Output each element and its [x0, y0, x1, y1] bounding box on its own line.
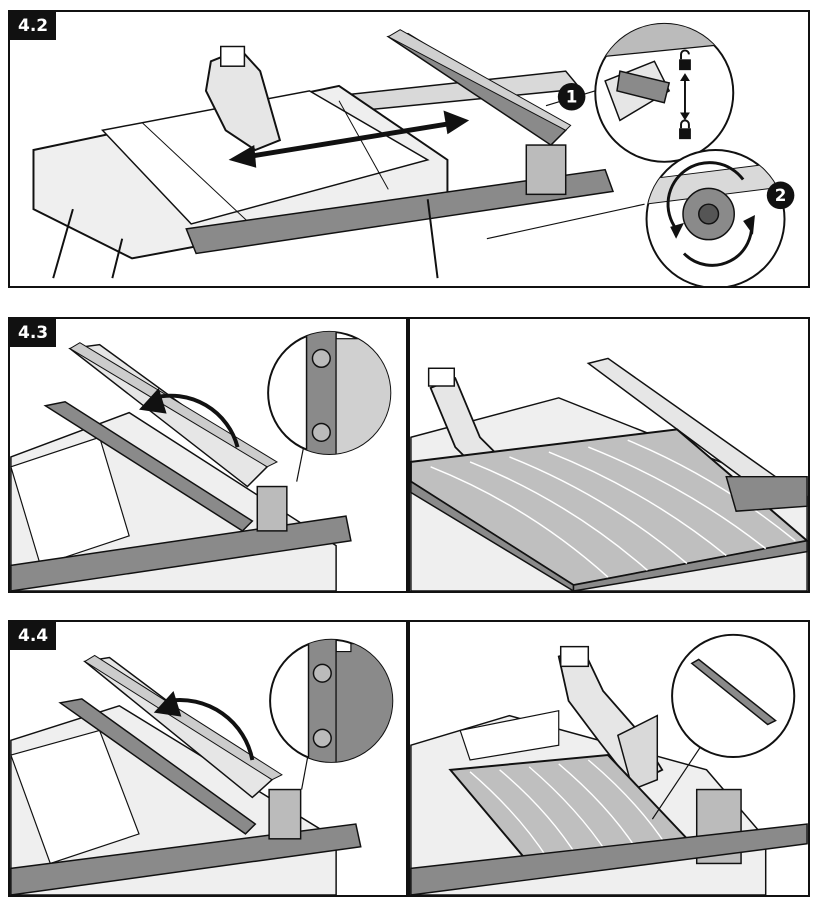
narrow-board-illustration-4-4 [410, 622, 808, 895]
figure-4-3-left: 4.3 [8, 317, 408, 593]
strip-detail-circle [672, 635, 794, 757]
lever-detail-circle: 1 [558, 12, 753, 162]
figure-4-3-right [408, 317, 810, 593]
knob-detail-circle: 2 [645, 150, 803, 286]
step-number-2: 2 [775, 185, 787, 205]
fence-position-detail-circle [270, 632, 405, 780]
figure-label-4-3: 4.3 [10, 319, 56, 347]
figure-4-4-right [408, 620, 810, 897]
figure-label-4-4: 4.4 [10, 622, 56, 650]
figure-4-2: 4.2 [8, 10, 810, 288]
figure-label-4-2: 4.2 [10, 12, 56, 40]
fence-flip-illustration-4-4 [10, 622, 406, 895]
fence-flip-illustration-4-3 [10, 319, 406, 591]
wide-board-illustration-4-3 [410, 319, 808, 591]
saw-illustration-4-2: 1 2 [10, 12, 808, 286]
figure-4-4-left: 4.4 [8, 620, 408, 897]
fence-position-detail-circle [268, 319, 405, 477]
step-number-1: 1 [566, 87, 578, 107]
